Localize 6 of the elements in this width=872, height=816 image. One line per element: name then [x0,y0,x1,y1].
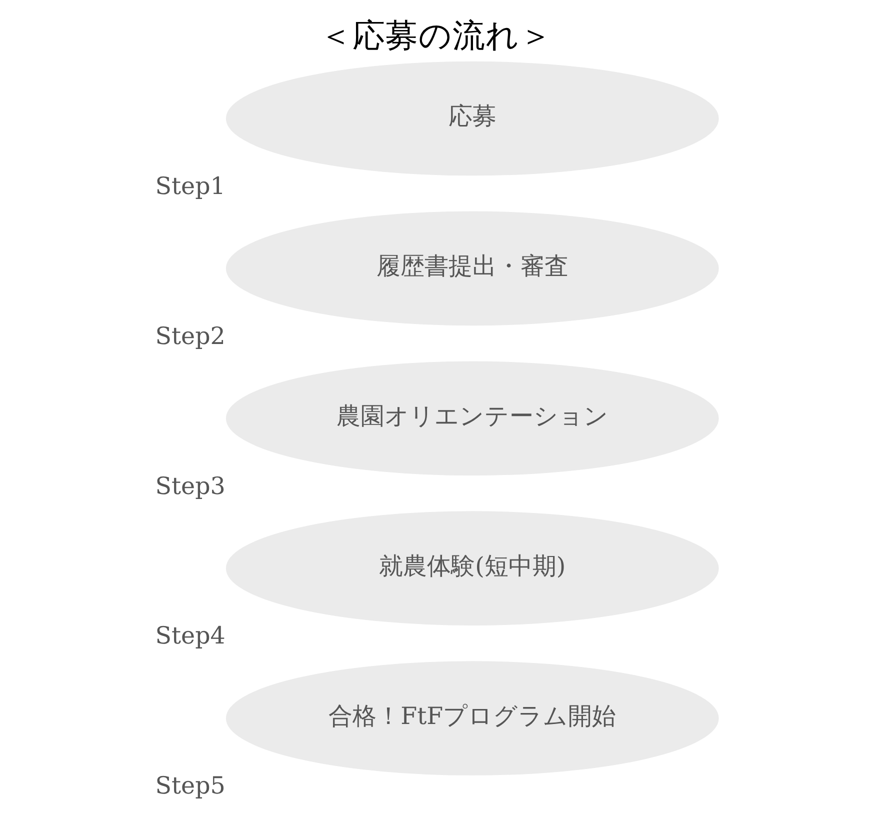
node-label: Step2 [155,322,226,350]
diagram-title: ＜応募の流れ＞ [320,16,552,55]
node-label: Step1 [155,172,226,200]
node-label: Step4 [155,622,226,650]
node-label: Step3 [155,472,226,500]
node-label: Step5 [155,772,226,800]
